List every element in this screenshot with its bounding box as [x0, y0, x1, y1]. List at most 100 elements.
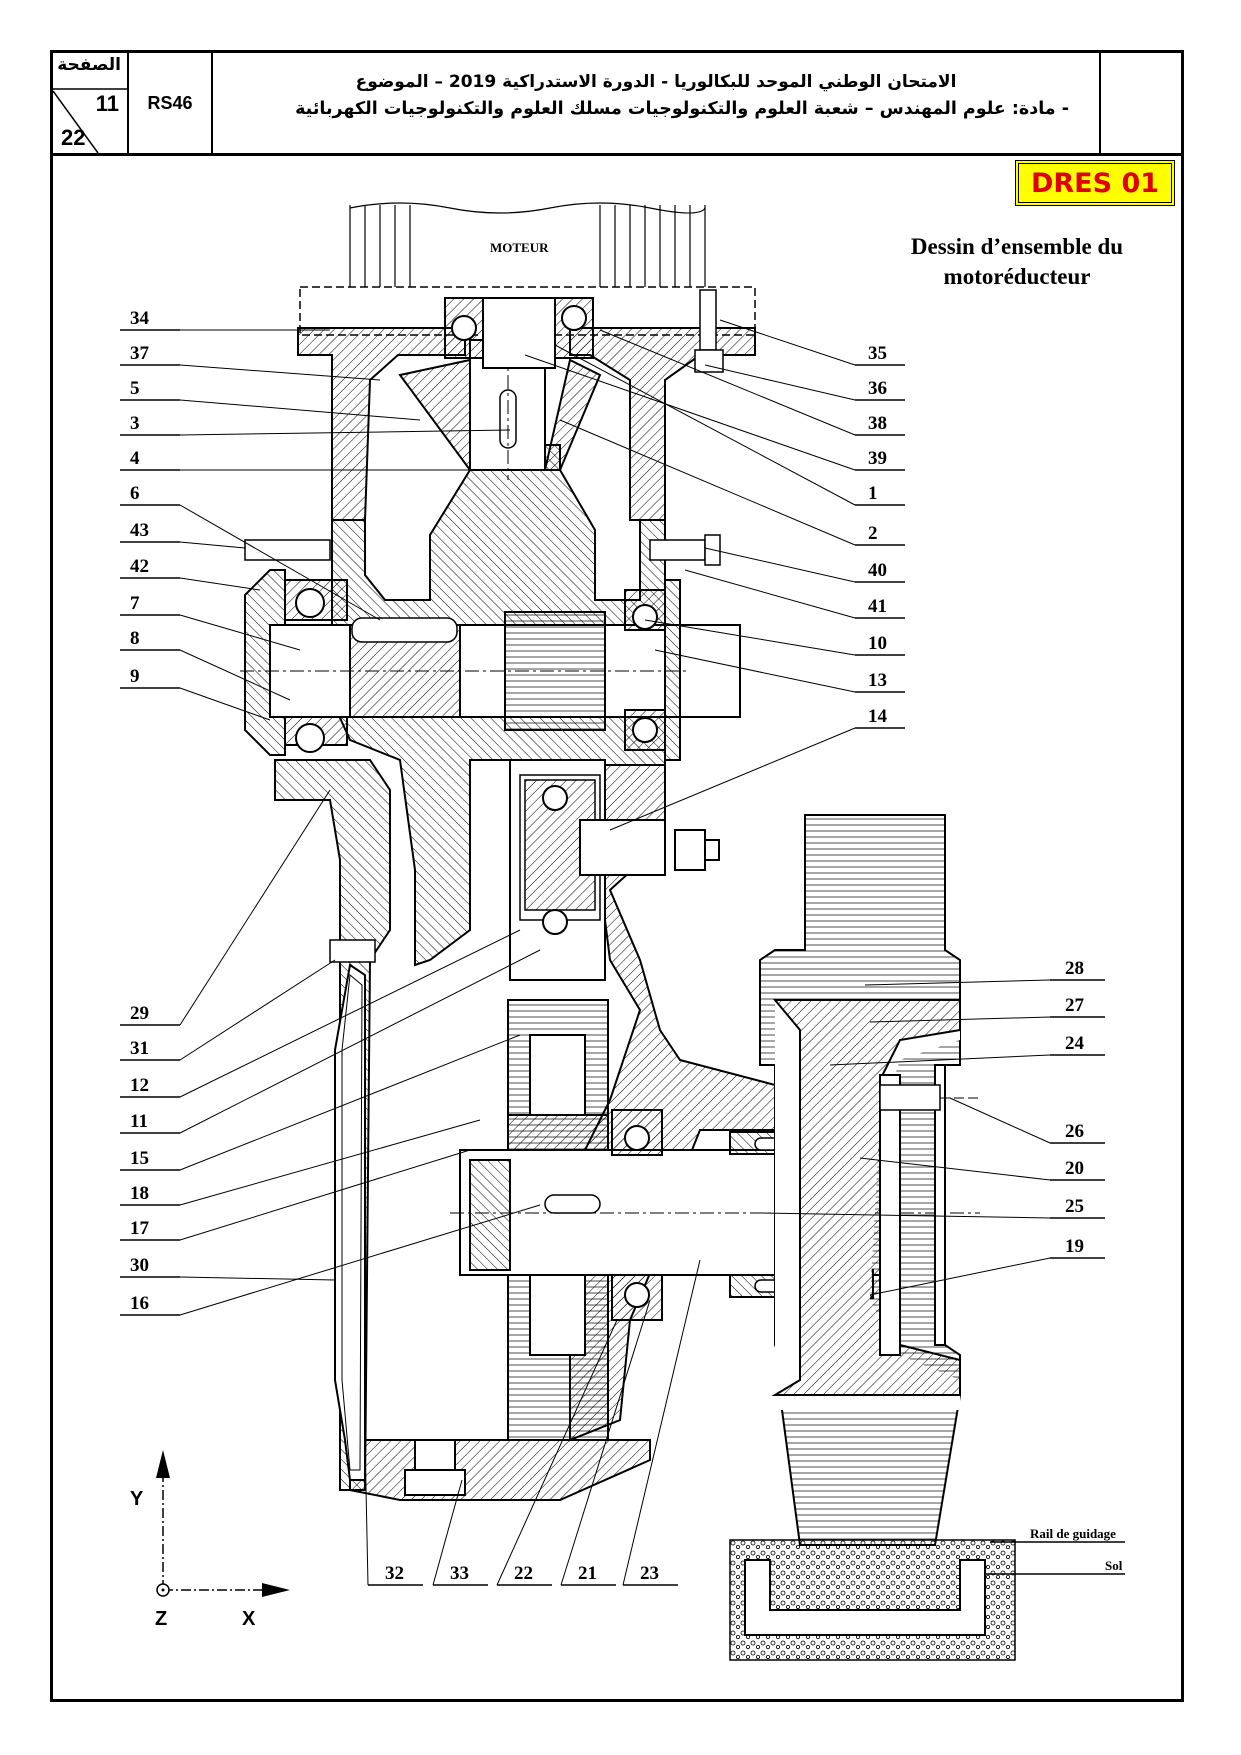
axis-z-label: Z	[155, 1608, 167, 1630]
callout-leader	[869, 1016, 1051, 1023]
callout-label: 3	[130, 413, 140, 434]
callout-leader	[554, 344, 856, 506]
callout-leader	[869, 1257, 1051, 1296]
title-line-1: الامتحان الوطني الموحد للبكالوريا - الدو…	[355, 72, 957, 92]
callout-label: 24	[1065, 1033, 1085, 1054]
callout-leader	[704, 364, 856, 401]
ground-rail: Rail de guidage Sol	[729, 1526, 1125, 1661]
callout-leader	[179, 614, 301, 651]
callout-label: 7	[130, 593, 140, 614]
callout-label: 19	[1065, 1236, 1084, 1257]
callout-leader	[179, 687, 271, 721]
drawing-caption: Dessin d’ensemble du motoréducteur	[872, 232, 1162, 292]
callout-label: 29	[130, 1003, 149, 1024]
page-cell: الصفحة 11 22	[53, 53, 129, 153]
callout-label: 11	[130, 1111, 148, 1132]
rail-label: Rail de guidage	[1030, 1526, 1116, 1541]
title-line-2: - مادة: علوم المهندس – شعبة العلوم والتك…	[295, 99, 1069, 119]
callout-label: 8	[130, 628, 140, 649]
callout-leader	[179, 929, 521, 1098]
callout-leader	[949, 1097, 1051, 1144]
page-label: الصفحة	[57, 55, 121, 75]
callout-label: 4	[130, 448, 140, 469]
callout-label: 15	[130, 1148, 149, 1169]
document-badge: DRES 01	[1015, 160, 1175, 206]
callout-leader	[864, 979, 1051, 986]
callout-label: 22	[514, 1563, 533, 1584]
callout-leader	[496, 1319, 618, 1586]
callout-leader	[559, 419, 856, 546]
callout-label: 21	[578, 1563, 597, 1584]
callout-label: 14	[868, 706, 888, 727]
callout-leader	[179, 364, 381, 381]
callout-label: 34	[130, 308, 150, 329]
caption-line-2: motoréducteur	[943, 264, 1091, 289]
callout-label: 1	[868, 483, 878, 504]
callout-label: 37	[130, 343, 150, 364]
callout-label: 13	[868, 670, 887, 691]
callout-leader	[179, 429, 511, 436]
callout-label: 30	[130, 1255, 149, 1276]
callout-leader	[759, 1212, 1051, 1219]
callout-leader	[560, 1299, 651, 1586]
callout-label: 18	[130, 1183, 149, 1204]
callout-label: 42	[130, 556, 149, 577]
page-diagonal	[53, 88, 129, 153]
header-table: الصفحة 11 22 RS46 الامتحان الوطني الموحد…	[50, 50, 1184, 156]
callout-label: 26	[1065, 1121, 1084, 1142]
callout-label: 23	[640, 1563, 659, 1584]
motor-label: MOTEUR	[490, 240, 549, 255]
callout-label: 12	[130, 1075, 149, 1096]
callout-leader	[179, 577, 261, 591]
axis-y-label: Y	[130, 1488, 144, 1510]
callout-leader	[654, 649, 856, 693]
cover-plate	[329, 939, 376, 1481]
callout-leader	[684, 569, 856, 619]
callout-leader	[859, 1157, 1051, 1181]
callout-leader	[179, 1276, 336, 1281]
callout-label: 25	[1065, 1196, 1084, 1217]
callout-label: 40	[868, 560, 887, 581]
callout-leader	[179, 649, 291, 701]
callout-label: 28	[1065, 958, 1084, 979]
callout-label: 43	[130, 520, 149, 541]
callout-leader	[644, 619, 856, 656]
callout-leader	[622, 1259, 701, 1586]
caption-line-1: Dessin d’ensemble du	[910, 234, 1124, 259]
callout-leader	[829, 1054, 1051, 1066]
callout-leader	[179, 541, 246, 549]
callout-label: 5	[130, 378, 140, 399]
callout-label: 17	[130, 1218, 150, 1239]
callout-label: 35	[868, 343, 887, 364]
callout-leader	[179, 504, 381, 621]
callout-label: 39	[868, 448, 887, 469]
callout-leader	[364, 1439, 369, 1586]
callout-label: 6	[130, 483, 140, 504]
callout-leader	[179, 789, 331, 1026]
callout-leader	[609, 727, 856, 831]
callout-leader	[179, 1034, 521, 1171]
callout-label: 36	[868, 378, 887, 399]
callout-leader	[599, 329, 856, 436]
exam-code: RS46	[129, 53, 213, 153]
intermediate-shaft	[240, 569, 741, 761]
callout-label: 27	[1065, 995, 1085, 1016]
drain-plug	[404, 1439, 466, 1496]
callout-label: 16	[130, 1293, 149, 1314]
callout-label: 33	[450, 1563, 469, 1584]
axis-x-label: X	[242, 1608, 256, 1630]
callout-leader	[179, 959, 336, 1061]
ground-label: Sol	[1105, 1558, 1123, 1573]
exam-title: الامتحان الوطني الموحد للبكالوريا - الدو…	[213, 53, 1101, 153]
callout-leader	[704, 547, 856, 583]
callout-leader	[179, 949, 541, 1134]
callout-label: 32	[385, 1563, 404, 1584]
callout-leader	[179, 399, 421, 421]
callout-label: 31	[130, 1038, 149, 1059]
page-number: 11	[95, 91, 119, 116]
callout-leader	[179, 1119, 481, 1206]
callout-leader	[432, 1479, 463, 1586]
callout-leader	[179, 1149, 471, 1241]
callout-label: 38	[868, 413, 887, 434]
